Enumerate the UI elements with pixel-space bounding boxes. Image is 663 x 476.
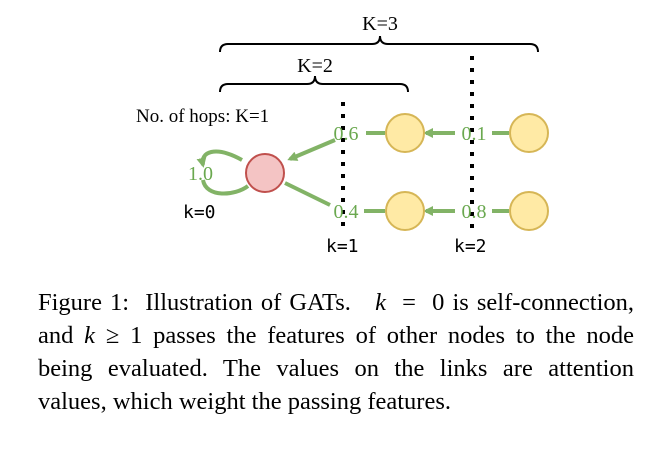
self-loop-in	[196, 149, 243, 168]
caption-var-k: k	[375, 289, 387, 316]
caption-zero: 0	[432, 289, 445, 316]
caption-label: Figure 1:	[38, 289, 130, 316]
k1-label: k=1	[326, 236, 359, 257]
k2-label: k=2	[454, 236, 487, 257]
self-label: k=0	[183, 202, 216, 223]
caption-text-3: passes the features of other nodes to th…	[38, 322, 635, 415]
self-weight: 1.0	[188, 163, 213, 185]
edge-bottom-hop1	[284, 181, 331, 207]
node-top-hop1	[385, 113, 425, 153]
hops-label: No. of hops: K=1	[136, 106, 269, 127]
caption-var-k-2: k	[84, 322, 96, 349]
caption-geq: ≥	[105, 322, 120, 349]
caption-text-2: is self-connection, and	[38, 289, 635, 349]
brace-k3	[219, 35, 539, 53]
caption-eq: =	[402, 289, 416, 316]
weight-bottom-hop1: 0.4	[334, 201, 359, 223]
node-bottom-hop2	[509, 191, 549, 231]
caption-one: 1	[130, 322, 143, 349]
gat-diagram: K=3 K=2 No. of hops: K=1 1.0 k=0 0.6 0.4…	[136, 13, 549, 257]
brace-k2-label: K=2	[297, 55, 333, 77]
center-node	[245, 153, 285, 193]
brace-k2	[219, 75, 409, 93]
brace-k3-label: K=3	[362, 13, 398, 35]
self-loop-out	[201, 179, 250, 196]
weight-bottom-hop2: 0.8	[462, 201, 487, 223]
node-bottom-hop1	[385, 191, 425, 231]
edge-top-hop1	[287, 138, 336, 161]
caption-text-1: Illustration of GATs.	[145, 289, 351, 316]
figure-caption: Figure 1: Illustration of GATs. k = 0 is…	[38, 286, 634, 418]
weight-top-hop1: 0.6	[334, 123, 359, 145]
node-top-hop2	[509, 113, 549, 153]
weight-top-hop2: 0.1	[462, 123, 487, 145]
